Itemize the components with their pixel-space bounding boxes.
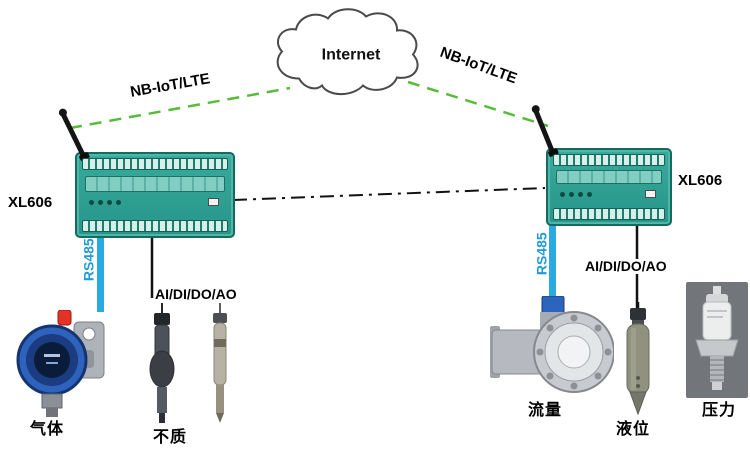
rs485-label-left: RS485: [80, 238, 97, 282]
device-label-band: [556, 170, 662, 184]
rs485-bus-left: [97, 236, 104, 312]
wireless-link-left-line: [69, 86, 291, 130]
antenna-icon: [532, 108, 555, 153]
rs485-bus-right: [549, 224, 556, 298]
flow-meter-flange: [533, 311, 614, 393]
gas-detector-image: [16, 310, 105, 417]
pressure-transmitter-image: [686, 282, 748, 398]
probe-right: [213, 303, 227, 423]
sensor-label-gas: 气体: [30, 421, 65, 438]
wireless-link-left-label: NB-IoT/LTE: [129, 70, 212, 101]
flow-meter-transmitter: [541, 296, 565, 315]
gateway-device-right: [532, 108, 672, 226]
sensor-label-flow: 流量: [528, 402, 563, 419]
cloud-label: Internet: [322, 47, 381, 64]
level-sensor-body: [626, 308, 650, 416]
wireless-link-right-label: NB-IoT/LTE: [437, 43, 520, 88]
sensor-label-water-quality: 不质: [153, 429, 188, 446]
device-to-device-link-line: [232, 187, 546, 201]
io-label-left: AI/DI/DO/AO: [155, 286, 237, 302]
pressure-transmitter-body: [695, 286, 739, 390]
led-indicators: [89, 200, 121, 205]
level-sensor-image: [626, 302, 650, 416]
probe-left: [149, 303, 175, 423]
device-label-band: [85, 176, 225, 192]
sensor-label-level: 液位: [616, 421, 651, 438]
detector-stem: [41, 393, 63, 417]
terminal-strip-bottom: [82, 220, 228, 232]
terminal-strip-top: [553, 154, 665, 166]
detector-head: [16, 324, 88, 396]
device-model-left: XL606: [8, 194, 53, 211]
led-indicators: [560, 192, 592, 197]
io-label-right: AI/DI/DO/AO: [583, 258, 669, 275]
flow-meter-image: [490, 296, 614, 393]
device-model-right: XL606: [678, 172, 723, 189]
water-quality-probes-image: [149, 303, 227, 423]
cloud-shape: [276, 8, 419, 96]
terminal-strip-bottom: [553, 208, 665, 220]
antenna-icon: [60, 111, 86, 158]
sensor-label-pressure: 压力: [702, 402, 737, 419]
gateway-device-left: [60, 111, 235, 238]
device-button: [208, 198, 219, 206]
terminal-strip-top: [82, 158, 228, 170]
internet-cloud: Internet: [266, 6, 436, 102]
device-button: [645, 190, 656, 198]
rs485-label-right: RS485: [533, 232, 550, 276]
alarm-light: [57, 310, 72, 326]
